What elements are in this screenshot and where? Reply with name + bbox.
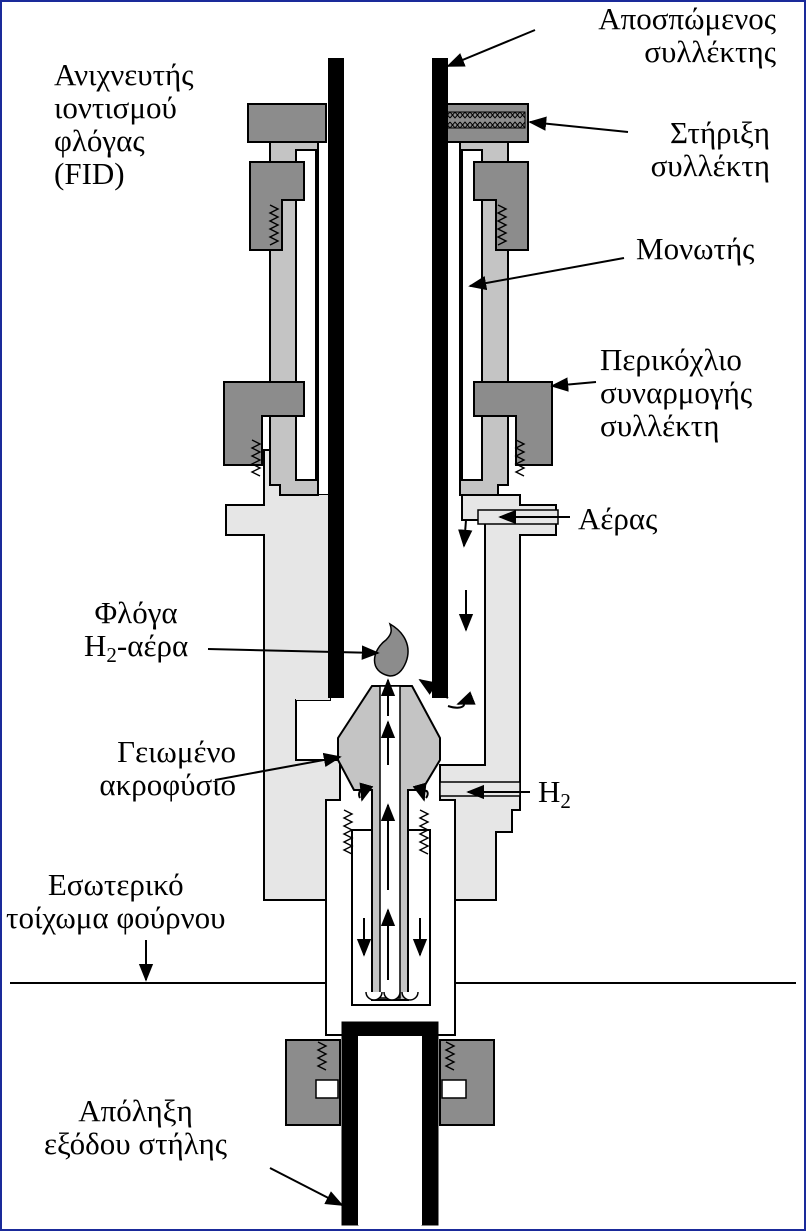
- collector-wall-left: [328, 58, 344, 698]
- label-oven: Εσωτερικό τοίχωμα φούρνου: [6, 868, 225, 934]
- jet-thread-right: [418, 809, 430, 855]
- collector-wall-right: [432, 58, 448, 698]
- label-column: Απόληξη εξόδου στήλης: [44, 1094, 227, 1160]
- label-fid-line2: ιοντισμού: [54, 90, 177, 125]
- label-jet-line1: Γειωμένο: [117, 734, 236, 769]
- collector-nut-left: [223, 381, 305, 466]
- collector-support-left: [247, 103, 327, 143]
- pointer-column: [269, 1167, 344, 1206]
- label-fid-line4: (FID): [54, 156, 125, 191]
- label-flame-line1: Φλόγα: [94, 595, 178, 630]
- label-column-line2: εξόδου στήλης: [44, 1126, 228, 1161]
- label-fid: Ανιχνευτής ιοντισμού φλόγας (FID): [54, 58, 194, 190]
- upper-nut-left: [249, 161, 305, 251]
- thread-lower-right: [514, 439, 526, 477]
- pointer-flame: [207, 645, 380, 660]
- label-collector-line2: συλλέκτης: [644, 34, 776, 69]
- label-collector: Αποσπώμενος συλλέκτης: [598, 2, 776, 68]
- h2-flow-right: [412, 782, 429, 802]
- label-flame-line2: H2-αέρα: [84, 628, 189, 667]
- air-flow-turn: [458, 519, 473, 548]
- support-braid: [446, 111, 526, 129]
- label-support: Στήριξη συλλέκτη: [651, 116, 770, 182]
- label-flame: Φλόγα H2-αέρα: [84, 596, 188, 672]
- jet-thread-left: [342, 809, 354, 855]
- label-insulator: Μονωτής: [636, 231, 755, 266]
- label-nut-line3: συλλέκτη: [600, 408, 720, 443]
- label-nut-line2: συναρμογής: [600, 375, 753, 410]
- label-jet-line2: ακροφύσιο: [99, 767, 236, 802]
- label-support-line1: Στήριξη: [670, 115, 770, 150]
- column-thread-left: [316, 1041, 328, 1071]
- air-flow-to-flame: [418, 679, 449, 699]
- label-h2: H2: [538, 774, 571, 813]
- h2-inlet: [439, 781, 521, 797]
- label-support-line2: συλλέκτη: [650, 148, 770, 183]
- label-oven-line2: τοίχωμα φούρνου: [6, 900, 226, 935]
- pointer-support: [528, 116, 629, 133]
- pointer-nut: [550, 377, 597, 392]
- label-fid-line3: φλόγας: [54, 123, 145, 158]
- flame: [373, 622, 409, 677]
- thread-lower-left: [250, 439, 262, 477]
- label-oven-line1: Εσωτερικό: [47, 867, 184, 902]
- label-nut-line1: Περικόχλιο: [600, 342, 742, 377]
- jet-base: [365, 991, 419, 1001]
- air-flow-hook: [447, 691, 476, 709]
- pointer-insulator: [468, 257, 625, 291]
- label-air: Αέρας: [578, 501, 658, 536]
- label-collector-line1: Αποσπώμενος: [598, 1, 776, 36]
- thread-upper-left: [268, 204, 280, 246]
- pointer-collector: [446, 29, 536, 67]
- column-thread-right: [444, 1041, 456, 1071]
- h2-flow-left: [358, 782, 374, 802]
- label-column-line1: Απόληξη: [78, 1093, 193, 1128]
- thread-upper-right: [496, 204, 508, 246]
- column-nut-left: [285, 1039, 341, 1126]
- pointer-jet: [214, 752, 342, 781]
- label-nut: Περικόχλιο συναρμογής συλλέκτη: [600, 343, 752, 442]
- label-fid-line1: Ανιχνευτής: [54, 57, 194, 92]
- label-jet: Γειωμένο ακροφύσιο: [99, 735, 236, 801]
- jet-capillary: [379, 685, 401, 999]
